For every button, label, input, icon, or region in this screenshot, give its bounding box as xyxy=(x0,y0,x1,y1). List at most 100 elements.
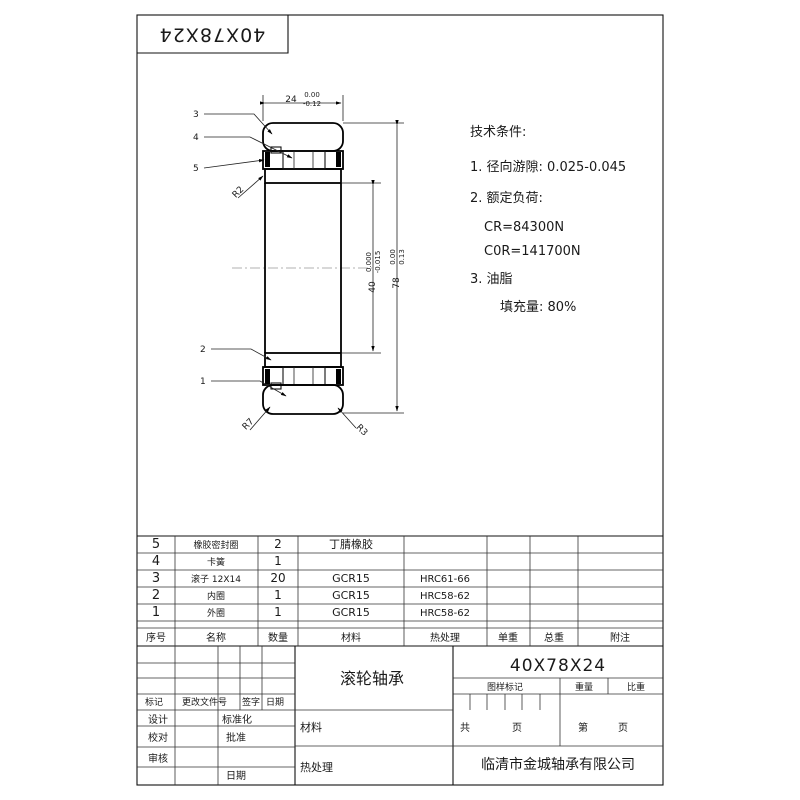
bom-header-cell: 序号 xyxy=(146,631,166,644)
drawing-border xyxy=(136,14,664,786)
bom-cell: 3 xyxy=(152,571,160,586)
bom-cell: 橡胶密封圈 xyxy=(193,539,238,551)
bill-of-materials xyxy=(137,535,663,647)
leader-label-3: 3 xyxy=(193,110,199,120)
bom-cell: HRC61-66 xyxy=(420,574,470,585)
sign-design-label: 设计 xyxy=(148,713,168,726)
outer-diameter-dimension: 78 0.00 0.13 xyxy=(343,119,406,414)
bom-cell: 外圈 xyxy=(207,607,225,619)
sheet-total-unit: 页 xyxy=(512,722,522,734)
bom-header-cell: 总重 xyxy=(544,631,564,644)
bom-header-cell: 单重 xyxy=(498,631,518,644)
width-nominal: 24 xyxy=(285,95,297,105)
rev-mark-label: 标记 xyxy=(145,696,163,708)
bom-header-cell: 材料 xyxy=(341,631,361,644)
seal-top-right xyxy=(336,152,341,167)
roller-bottom xyxy=(282,366,326,386)
bom-cell: 1 xyxy=(274,554,282,568)
seal-top-left xyxy=(265,152,270,167)
bom-cell: 滚子 12X14 xyxy=(191,573,241,585)
radius-callouts: R2 R7 R3 xyxy=(231,175,370,439)
sign-standard-label: 标准化 xyxy=(222,713,252,726)
inner-ring-top xyxy=(264,168,342,184)
code-stamp: 40X78X24 xyxy=(137,15,289,54)
radius-r3: R3 xyxy=(354,423,370,439)
sign-approve-label: 批准 xyxy=(226,731,246,744)
inner-ring-bottom xyxy=(264,352,342,368)
bore-nominal: 40 xyxy=(368,281,378,293)
drawing-mark-label: 图样标记 xyxy=(487,681,523,693)
seal-bottom-right xyxy=(336,369,341,384)
product-name: 滚轮轴承 xyxy=(340,669,404,688)
od-upper-tolerance: 0.00 xyxy=(389,249,397,265)
bom-cell: GCR15 xyxy=(332,606,370,619)
part-leaders: 3 4 5 2 1 xyxy=(193,110,293,397)
weight-label: 重量 xyxy=(575,681,593,693)
rev-date-label: 日期 xyxy=(266,697,284,708)
roller-top xyxy=(282,150,326,170)
bom-cell: 20 xyxy=(270,571,285,585)
bore-dimension: 40 0.000 -0.015 xyxy=(341,179,382,354)
bom-cell: 5 xyxy=(152,537,160,552)
note-cr: CR=84300N xyxy=(484,220,564,235)
od-lower-tolerance: 0.13 xyxy=(398,249,406,265)
bom-cell: 内圈 xyxy=(207,590,225,602)
sheet-no-label: 第 xyxy=(578,721,588,734)
note-clearance: 1. 径向游隙: 0.025-0.045 xyxy=(470,159,626,175)
width-dimension: 24 0.00 -0.12 xyxy=(259,91,344,121)
technical-notes: 技术条件: 1. 径向游隙: 0.025-0.045 2. 额定负荷: CR=8… xyxy=(470,124,626,315)
od-nominal: 78 xyxy=(392,277,402,289)
bom-cell: 2 xyxy=(274,537,282,551)
drawing-number: 40X78X24 xyxy=(510,656,606,676)
rev-doc-label: 更改文件号 xyxy=(182,696,227,708)
outer-ring-bottom xyxy=(262,384,344,415)
bom-cell: 4 xyxy=(152,554,160,569)
bom-header-cell: 热处理 xyxy=(430,631,460,644)
sign-date-label: 日期 xyxy=(226,770,246,782)
note-c0r: C0R=141700N xyxy=(484,244,581,259)
sheet-no-unit: 页 xyxy=(618,722,628,734)
notes-title: 技术条件: xyxy=(470,124,526,140)
roller-zone-top xyxy=(262,150,344,170)
bom-cell: GCR15 xyxy=(332,572,370,585)
note-grease: 3. 油脂 xyxy=(470,272,513,287)
rev-sign-label: 签字 xyxy=(242,696,260,708)
leader-label-4: 4 xyxy=(193,133,199,143)
bore-lower-tolerance: -0.015 xyxy=(374,251,382,274)
roller-zone-bottom xyxy=(262,366,344,386)
bom-header-cell: 数量 xyxy=(268,631,288,644)
scale-label: 比重 xyxy=(627,681,645,693)
bom-cell: HRC58-62 xyxy=(420,591,470,602)
bom-header-cell: 名称 xyxy=(206,631,226,644)
bearing-section-view: 24 0.00 -0.12 40 0.000 -0.015 78 0.00 0.… xyxy=(193,91,406,438)
sign-review-label: 审核 xyxy=(148,752,168,765)
leader-label-2: 2 xyxy=(200,345,206,355)
bom-cell: 2 xyxy=(152,588,160,603)
bom-cell: GCR15 xyxy=(332,589,370,602)
sheet-total-label: 共 xyxy=(460,722,470,734)
bore-upper-tolerance: 0.000 xyxy=(365,252,373,272)
title-block: 标记 更改文件号 签字 日期 设计 校对 审核 标准化 批准 日期 滚轮轴承 材… xyxy=(137,646,663,785)
bom-cell: 卡簧 xyxy=(207,556,225,568)
bom-cell: HRC58-62 xyxy=(420,608,470,619)
bom-cell: 1 xyxy=(152,605,160,620)
width-upper-tolerance: 0.00 xyxy=(304,91,320,99)
bom-header-cell: 附注 xyxy=(610,631,630,644)
snap-ring-top xyxy=(270,146,282,154)
seal-bottom-left xyxy=(265,369,270,384)
note-load-rating: 2. 额定负荷: xyxy=(470,191,543,206)
stamp-code: 40X78X24 xyxy=(159,24,266,46)
bom-cell: 1 xyxy=(274,605,282,619)
bom-cell: 1 xyxy=(274,588,282,602)
note-fill-amount: 填充量: 80% xyxy=(500,299,576,315)
company-name: 临清市金城轴承有限公司 xyxy=(481,756,635,773)
sign-check-label: 校对 xyxy=(148,731,168,744)
radius-r7: R7 xyxy=(241,417,257,433)
leader-label-1: 1 xyxy=(200,377,206,387)
radius-r2: R2 xyxy=(231,185,247,201)
heat-treatment-label: 热处理 xyxy=(300,761,333,774)
material-label: 材料 xyxy=(300,720,322,734)
width-lower-tolerance: -0.12 xyxy=(303,100,321,108)
